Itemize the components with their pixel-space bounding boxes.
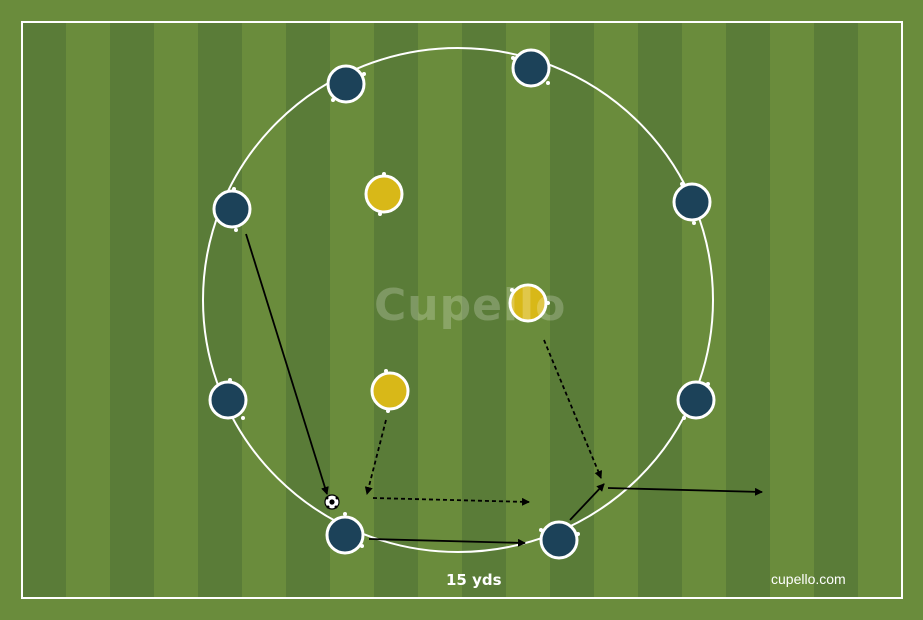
pass-arrow-2 bbox=[368, 538, 526, 547]
run-arrow-3 bbox=[543, 339, 603, 479]
run-arrow-1 bbox=[364, 419, 387, 495]
grass-stripe bbox=[374, 22, 418, 598]
brand-watermark: Cupello bbox=[374, 280, 567, 331]
grass-stripe bbox=[198, 22, 242, 598]
player-blue bbox=[326, 64, 366, 104]
pass-arrow-3 bbox=[569, 483, 605, 521]
soccer-ball-icon bbox=[324, 494, 340, 510]
pitch-boundary bbox=[21, 21, 903, 599]
run-arrow-2 bbox=[372, 497, 530, 506]
grass-stripe bbox=[726, 22, 770, 598]
player-blue bbox=[212, 187, 252, 232]
grass-stripe bbox=[286, 22, 330, 598]
grass-stripe bbox=[638, 22, 682, 598]
pass-arrow-4 bbox=[607, 487, 763, 496]
player-yellow bbox=[364, 172, 404, 216]
rondo-circle bbox=[202, 47, 714, 553]
player-yellow bbox=[370, 369, 410, 413]
grass-stripe bbox=[110, 22, 154, 598]
player-blue bbox=[511, 48, 551, 88]
grass-stripe bbox=[814, 22, 858, 598]
site-url: cupello.com bbox=[771, 571, 846, 587]
distance-label: 15 yds bbox=[446, 571, 502, 589]
player-blue bbox=[539, 520, 580, 560]
grass-stripe bbox=[22, 22, 66, 598]
player-blue bbox=[676, 380, 716, 420]
player-blue bbox=[208, 378, 248, 420]
player-yellow bbox=[508, 283, 550, 323]
grass-stripe bbox=[462, 22, 506, 598]
yellow-players bbox=[364, 172, 550, 413]
player-blue bbox=[325, 512, 365, 555]
player-blue bbox=[672, 182, 712, 225]
blue-players bbox=[208, 48, 716, 560]
pass-arrow-1 bbox=[245, 233, 329, 495]
